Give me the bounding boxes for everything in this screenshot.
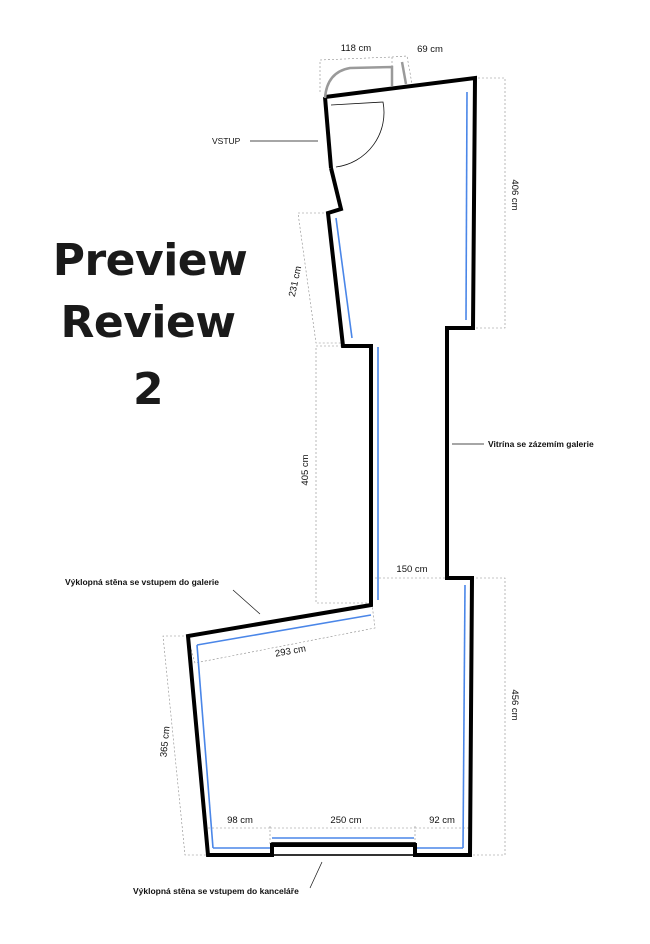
dim-456: 456 cm [509,689,520,720]
dim-365: 365 cm [158,726,172,758]
dim-line-365 [162,635,208,856]
door-swing-arc [330,101,385,168]
dimension-labels: 118 cm 69 cm 406 cm 231 cm 405 cm 150 cm… [158,43,520,826]
title-line-3: 2 [133,364,163,415]
door-gray-69 [400,61,408,85]
display-right-lower [462,584,466,849]
dim-406: 406 cm [509,179,520,210]
dim-92: 92 cm [429,815,455,826]
display-left-lower [196,644,214,849]
display-diagonal [196,614,372,646]
title-line-1: Preview [53,235,248,286]
dim-line-118 [319,56,393,92]
entrance-door [323,61,408,169]
dim-405: 405 cm [300,454,311,485]
dim-line-405 [315,345,372,604]
display-surfaces [196,91,468,849]
dim-250: 250 cm [330,815,361,826]
dimension-lines [162,55,506,856]
dim-118: 118 cm [341,43,372,54]
dim-231: 231 cm [287,265,304,298]
display-left-upper [335,217,353,339]
annotations: VSTUP Vitrína se zázemím galerie Výklopn… [65,136,594,896]
door-leaf [323,96,333,169]
dim-69: 69 cm [417,44,443,55]
title-line-2: Review [61,297,236,348]
dim-150: 150 cm [396,564,427,575]
office-pivot-wall [271,842,416,856]
leader-pivot-office [309,861,323,889]
leader-pivot-gallery [232,589,261,615]
dim-98: 98 cm [227,815,253,826]
label-pivot-office: Výklopná stěna se vstupem do kanceláře [133,886,299,896]
label-pivot-gallery: Výklopná stěna se vstupem do galerie [65,577,219,587]
dim-293: 293 cm [274,643,307,659]
display-right-top [465,91,468,321]
dim-line-293 [187,603,376,664]
pivot-wall-office-rect [271,842,416,856]
title-block: Preview Review 2 [53,235,248,415]
label-showcase: Vitrína se zázemím galerie [488,439,594,449]
dim-line-406 [448,77,506,329]
outer-wall [185,75,478,857]
label-entrance: VSTUP [212,136,241,146]
dim-line-69 [391,55,413,85]
door-swing-gray [323,65,394,99]
dim-line-456 [470,577,506,856]
